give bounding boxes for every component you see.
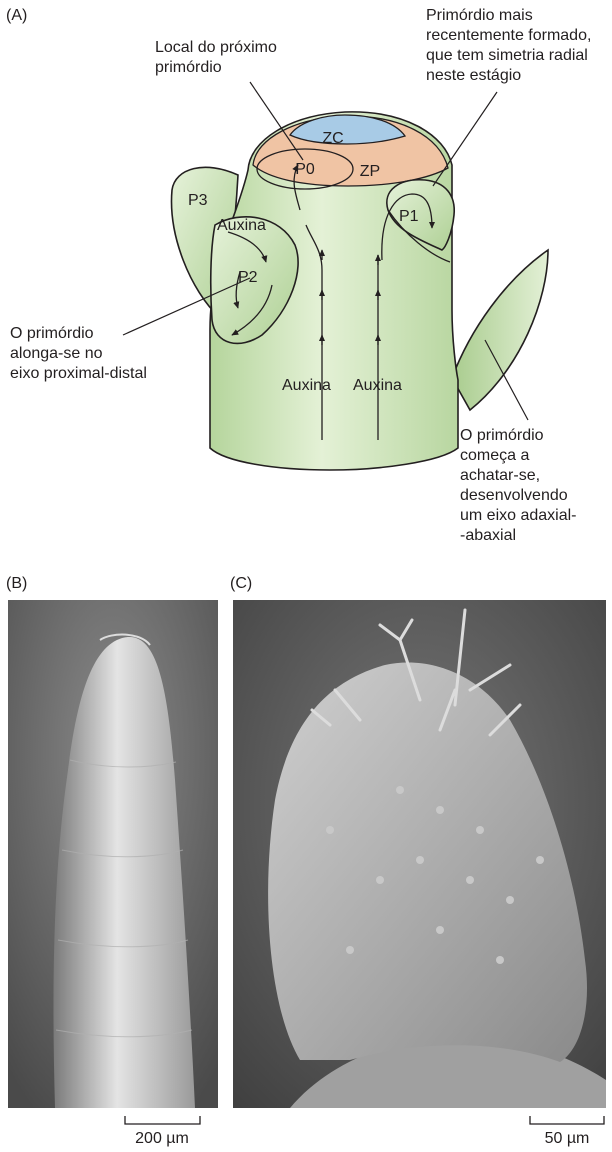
- flattening-primordium-leaf: [452, 250, 548, 410]
- sem-photo-b: [8, 600, 218, 1108]
- annotation-flattens: O primórdio começa a achatar-se, desenvo…: [460, 427, 581, 544]
- label-p2: P2: [238, 269, 258, 286]
- label-auxina-p2: Auxina: [217, 217, 266, 234]
- scalebar-b-label: 200 µm: [135, 1130, 189, 1147]
- scalebar-b: 200 µm: [125, 1116, 200, 1147]
- annotation-next-primordium: Local do próximo primórdio: [155, 39, 281, 76]
- label-auxina-right: Auxina: [353, 377, 402, 394]
- panel-c-label: (C): [230, 575, 252, 592]
- panel-b-label: (B): [6, 575, 27, 592]
- scalebar-c: 50 µm: [530, 1116, 604, 1147]
- label-auxina-left: Auxina: [282, 377, 331, 394]
- scalebar-c-label: 50 µm: [545, 1130, 590, 1147]
- label-zp: ZP: [360, 163, 380, 180]
- annotation-recent-primordium: Primórdio mais recentemente formado, que…: [426, 7, 596, 84]
- panel-a-label: (A): [6, 7, 27, 24]
- label-p0: P0: [295, 161, 315, 178]
- label-zc: ZC: [322, 130, 343, 147]
- sem-photo-c: [233, 600, 606, 1108]
- leader-recent-primordium: [433, 92, 497, 186]
- label-p1: P1: [399, 208, 419, 225]
- label-p3: P3: [188, 192, 208, 209]
